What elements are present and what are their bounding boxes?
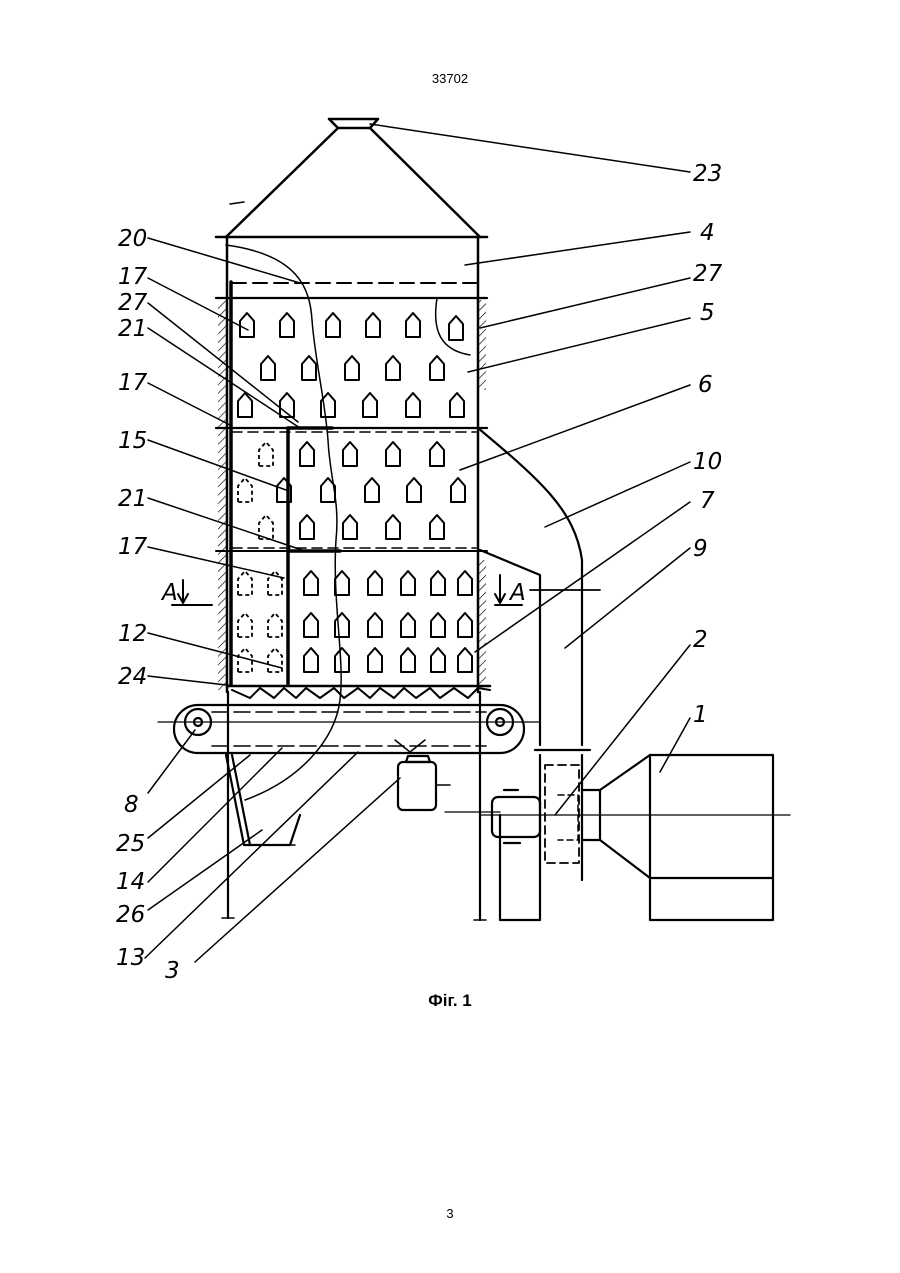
label-27: 27 <box>693 261 723 287</box>
label-13: 13 <box>116 945 145 971</box>
label-21-lower: 21 <box>118 486 147 512</box>
label-23: 23 <box>693 161 722 187</box>
label-10: 10 <box>693 449 722 475</box>
section-label-a-left: A <box>160 580 178 606</box>
label-15: 15 <box>118 428 147 454</box>
label-14: 14 <box>116 869 145 895</box>
hood <box>216 119 487 237</box>
figure-caption: Фіг. 1 <box>0 991 900 1011</box>
label-8: 8 <box>124 792 139 818</box>
part-labels: 23 4 27 5 6 10 7 9 2 1 20 17 27 21 17 15… <box>116 161 723 984</box>
label-4: 4 <box>700 220 715 246</box>
grain-pieces <box>238 313 472 672</box>
label-5: 5 <box>700 300 715 326</box>
label-26: 26 <box>116 902 145 928</box>
conveyor <box>158 686 540 920</box>
label-1: 1 <box>693 702 708 728</box>
label-20: 20 <box>118 226 147 252</box>
label-25: 25 <box>116 831 145 857</box>
label-24: 24 <box>118 664 147 690</box>
label-17-lower: 17 <box>118 534 148 560</box>
label-17: 17 <box>118 264 148 290</box>
dryer-column <box>216 237 487 800</box>
label-27-left: 27 <box>118 290 148 316</box>
section-label-a-right: A <box>508 580 526 606</box>
label-9: 9 <box>693 536 708 562</box>
label-21: 21 <box>118 316 147 342</box>
air-ducts <box>478 428 790 920</box>
label-7: 7 <box>700 488 715 514</box>
label-12: 12 <box>118 621 147 647</box>
label-6: 6 <box>698 372 713 398</box>
page-number: 3 <box>0 1206 900 1221</box>
label-17-mid: 17 <box>118 370 148 396</box>
label-2: 2 <box>693 627 708 653</box>
label-3: 3 <box>165 958 180 984</box>
